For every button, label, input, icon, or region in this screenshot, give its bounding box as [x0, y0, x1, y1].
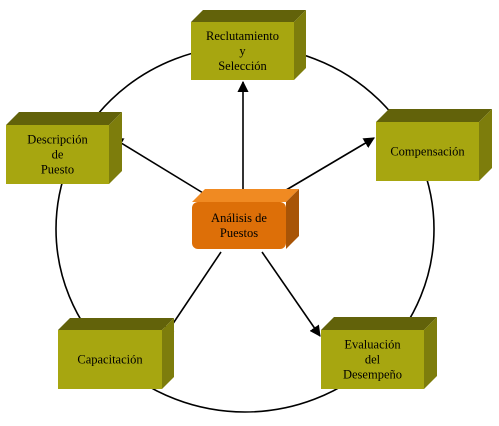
box-top-face [376, 109, 492, 122]
node-label-line: y [239, 44, 246, 58]
box-front-face [6, 125, 109, 184]
box-front-face [321, 330, 424, 389]
node-compensacion: Compensación [376, 109, 492, 181]
node-label-line: Evaluación [344, 338, 401, 352]
box-side-face [424, 317, 437, 389]
node-label-line: de [52, 148, 64, 162]
box-top-face [6, 112, 122, 125]
node-label-line: Capacitación [77, 353, 143, 367]
node-label-line: Descripción [27, 133, 88, 147]
node-label-capacitacion: Capacitación [77, 353, 143, 367]
box-front-face [191, 22, 294, 80]
box-side-face [109, 112, 122, 184]
arrow-analisis-to-compensacion [275, 137, 375, 197]
box-top-face [321, 317, 437, 330]
node-label-line: Compensación [390, 145, 465, 159]
node-label-compensacion: Compensación [390, 145, 465, 159]
box-top-face [191, 10, 306, 22]
node-label-line: Puesto [41, 163, 74, 177]
arrow-analisis-to-evaluacion [261, 251, 321, 337]
node-label-line: del [365, 353, 381, 367]
box-front-face [192, 202, 286, 249]
node-capacitacion: Capacitación [58, 318, 174, 389]
box-front-face [376, 122, 479, 181]
node-label-line: Desempeño [343, 368, 402, 382]
node-label-line: Reclutamiento [206, 29, 279, 43]
box-side-face [294, 10, 306, 80]
box-top-face [58, 318, 174, 330]
box-side-face [162, 318, 174, 389]
box-side-face [286, 189, 299, 249]
box-top-face [192, 189, 299, 202]
node-label-line: Puestos [220, 226, 258, 240]
node-label-line: Análisis de [211, 211, 267, 225]
arrow-analisis-to-descripcion [112, 137, 209, 197]
box-front-face [58, 330, 162, 389]
box-side-face [479, 109, 492, 181]
node-label-line: Selección [218, 59, 267, 73]
